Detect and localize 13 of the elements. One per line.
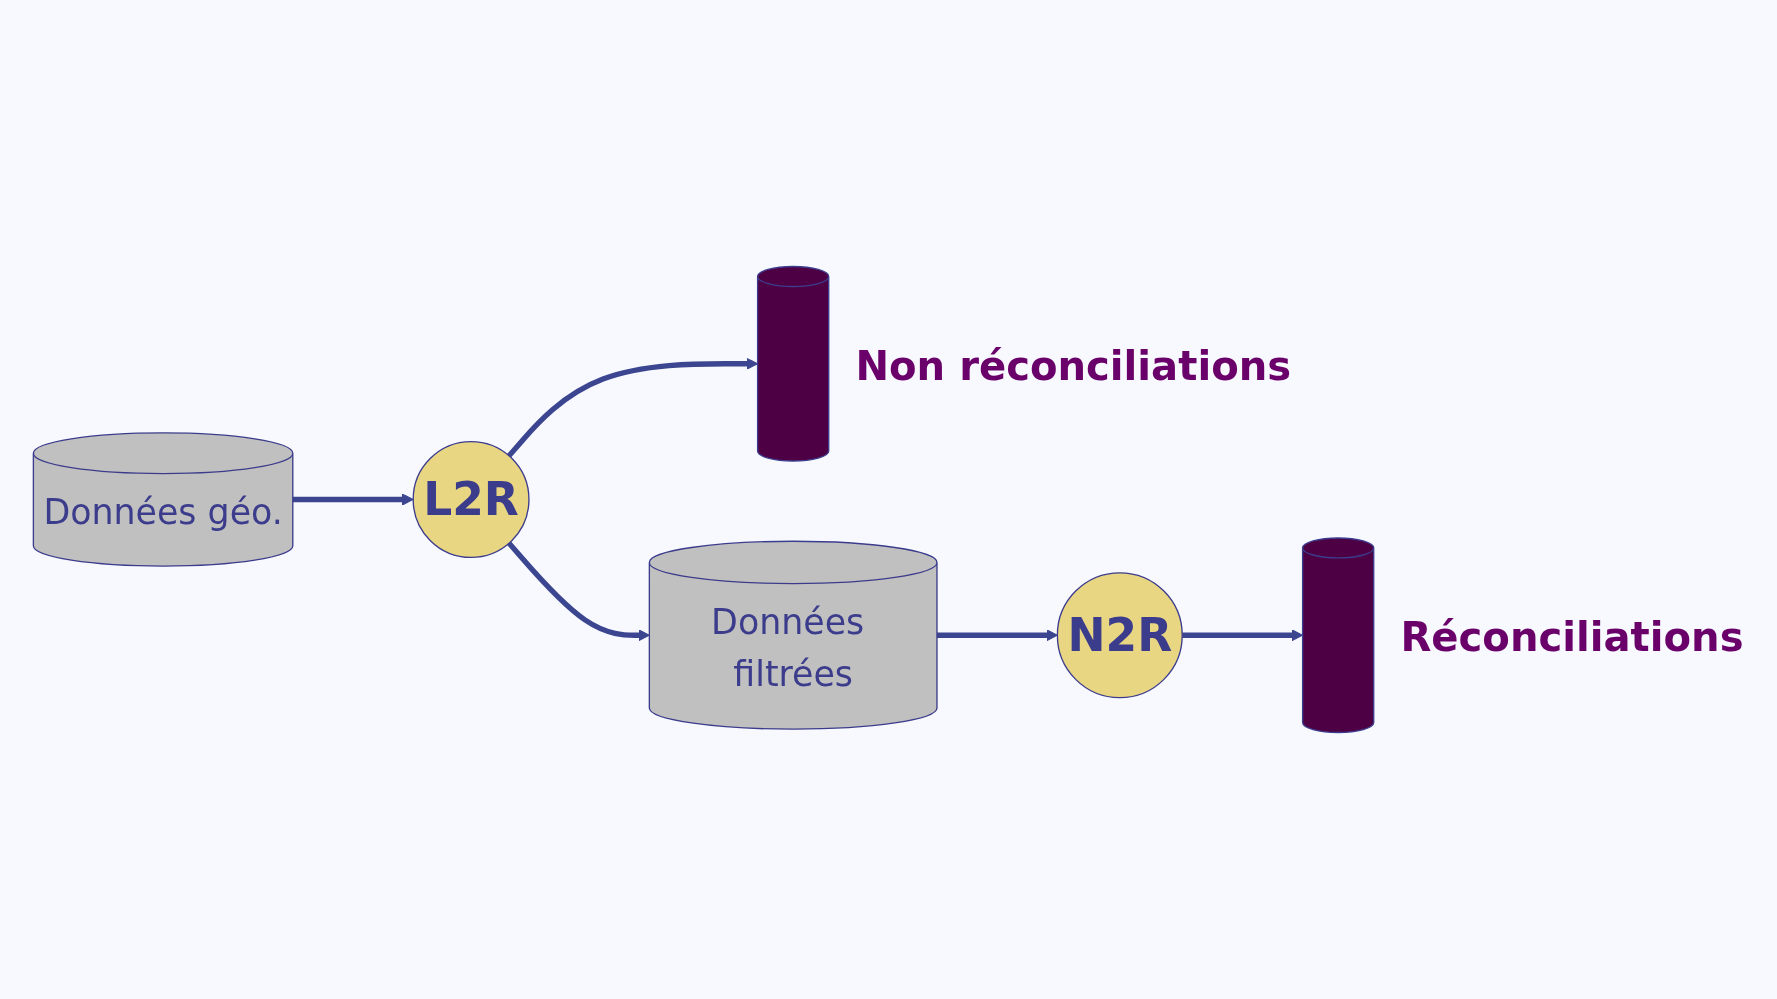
database-cylinder [756,265,830,462]
store-caption: Réconciliations [1400,614,1744,661]
store-caption: Non réconciliations [855,342,1292,389]
process-ellipse: L2R [412,440,530,559]
process-ellipse: N2R [1056,572,1183,699]
database-cylinder [1301,537,1375,734]
arrow [507,541,650,642]
arrow [1182,629,1304,642]
database-cylinder: Données filtrées [648,540,938,730]
arrow [292,493,414,506]
arrow [937,629,1058,642]
arrow [507,357,759,458]
database-cylinder: Données géo. [32,432,294,567]
